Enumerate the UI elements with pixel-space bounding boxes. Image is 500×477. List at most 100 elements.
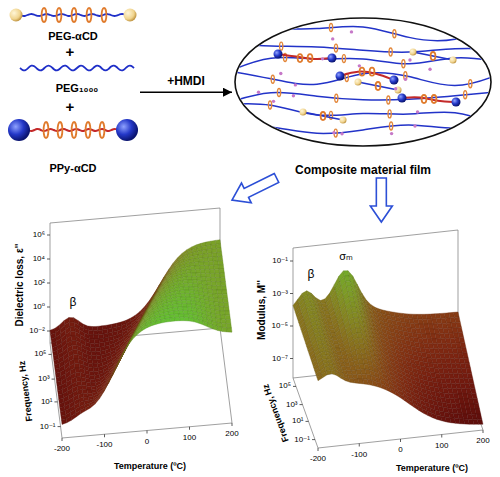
surface-cell	[213, 294, 218, 299]
tick-mark	[306, 421, 309, 422]
cyclodextrin-ring	[57, 8, 62, 22]
tick-label: 100	[183, 434, 196, 442]
surface-cell	[73, 354, 78, 359]
surface-cell	[98, 330, 103, 335]
peg-chain	[413, 52, 453, 60]
surface-cell	[74, 363, 79, 368]
cyclodextrin-ring	[308, 54, 313, 62]
tick-label: 10¹	[292, 417, 304, 425]
tick-label: 10¹	[41, 398, 53, 406]
surface-cell	[189, 318, 194, 322]
tick-mark	[104, 434, 105, 437]
surface-cell	[224, 307, 229, 311]
node-label: Modulus, M''	[257, 280, 267, 340]
surface-cell	[188, 283, 193, 287]
surface-cell	[178, 307, 183, 311]
end-cap	[274, 50, 283, 59]
surface-cell	[179, 314, 184, 317]
surface-cell	[474, 404, 480, 409]
surface-cell	[128, 339, 133, 346]
surface-cell	[212, 290, 217, 294]
surface-cell	[92, 356, 97, 360]
surface-cell	[220, 311, 225, 315]
surface-cell	[212, 249, 217, 254]
surface-cell	[221, 286, 226, 290]
surface-cell	[89, 339, 94, 344]
surface-cell	[218, 294, 223, 298]
end-cap	[355, 79, 362, 86]
surface-cell	[196, 273, 201, 277]
tick-mark	[47, 259, 50, 260]
cyclodextrin-ring	[389, 122, 392, 130]
tick-mark	[359, 444, 360, 447]
surface-cell	[95, 343, 100, 348]
surface-cell	[185, 290, 190, 293]
surface-cell	[186, 297, 191, 301]
peg-chain	[358, 82, 398, 90]
surface-cell	[220, 315, 225, 320]
tick-mark	[58, 426, 61, 427]
surface-cell	[219, 265, 224, 269]
surface-cell	[61, 419, 66, 425]
node-label: Composite material film	[295, 164, 431, 176]
surface-cell	[223, 298, 228, 302]
surface-cell	[90, 403, 95, 408]
surface-cell	[69, 322, 74, 327]
surface-cell	[191, 269, 196, 273]
axis-box	[293, 230, 458, 248]
peg-chain	[225, 44, 500, 52]
surface-cell	[118, 353, 123, 363]
composite-film: Composite material film	[232, 10, 494, 178]
surface-cell	[217, 256, 222, 261]
surface-cell	[183, 310, 188, 314]
tick-mark	[290, 358, 293, 359]
surface-cell	[473, 399, 479, 404]
surface-cell	[227, 328, 232, 332]
surface-cell	[174, 314, 179, 318]
surface-cell	[226, 319, 231, 323]
surface-cell	[213, 298, 218, 303]
surface-cell	[226, 324, 231, 328]
surface-cell	[71, 413, 76, 420]
end-cap	[452, 98, 461, 107]
tick-label: 10⁻²	[29, 327, 45, 335]
surface-cell	[194, 262, 199, 266]
surface-cell	[210, 269, 215, 273]
tick-label: 0	[398, 446, 402, 454]
tick-label: 10⁻¹	[294, 436, 310, 444]
surface-cell	[212, 253, 217, 258]
surface-cell	[83, 393, 88, 397]
surface-cell	[178, 310, 183, 314]
tick-label: 10⁻⁵	[272, 322, 288, 330]
surface-cell	[199, 262, 204, 266]
cyclodextrin-ring	[370, 68, 375, 76]
cyclodextrin-ring	[102, 8, 107, 22]
crosslink-dot	[394, 87, 397, 90]
surface-cell	[156, 320, 161, 324]
surface-cell	[170, 318, 175, 322]
surface-cell	[184, 317, 189, 321]
surface-cell	[89, 335, 94, 340]
tick-label: 10⁻¹	[40, 423, 56, 431]
crosslink-dot	[279, 72, 282, 75]
tick-label: 10⁵	[34, 350, 46, 358]
crosslink-dot	[416, 110, 419, 113]
tick-mark	[62, 438, 63, 441]
tick-label: 10²	[33, 279, 45, 287]
surface-cell	[182, 304, 187, 307]
crosslink-dot	[390, 132, 393, 135]
cyclodextrin-ring	[376, 82, 381, 90]
cyclodextrin-ring	[360, 68, 365, 76]
surface-cell	[132, 333, 137, 339]
surface-cell	[183, 280, 188, 284]
cyclodextrin-ring	[271, 75, 274, 83]
cyclodextrin-ring	[387, 96, 390, 104]
surface-cell	[75, 368, 80, 373]
hollow-arrow	[232, 174, 279, 203]
surface-cell	[214, 269, 219, 273]
surface-cell	[201, 273, 206, 277]
surface-cell	[195, 269, 200, 273]
cyclodextrin-ring	[329, 24, 332, 32]
plus-sign: +	[66, 99, 75, 114]
surface-cell	[465, 363, 471, 368]
